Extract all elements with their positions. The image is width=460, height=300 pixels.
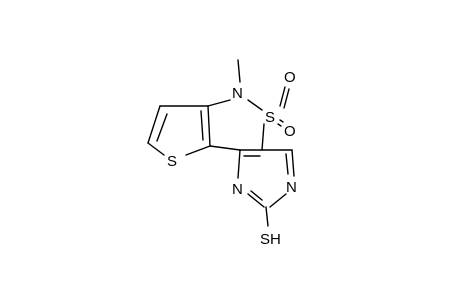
atom-o-upper: O [284,69,296,86]
bond-s-o-upper-2 [283,88,290,109]
bond-thio-2 [147,105,161,144]
atom-n-ring: N [232,85,243,102]
atom-o-lower: O [284,123,296,140]
bond-pyr-2b [285,153,289,175]
bond-pyr-5 [237,149,241,179]
bond-pyr-2 [291,149,295,177]
bond-s-c4a [261,123,265,151]
atom-labels: N S O O S N N SH [167,69,297,248]
bond-pyr-4 [247,193,265,208]
bond-thio-3 [147,142,165,156]
bond-s-o-lower [279,119,284,123]
atom-s-thiophene: S [167,153,177,170]
bond-c-link [209,145,241,151]
bond-pyr-4b [250,190,263,201]
bond-methyl-n [237,59,241,83]
atom-n-right: N [286,179,297,196]
bond-thio-5 [207,105,211,147]
atom-sh-group: SH [260,231,281,248]
bond-pyr-3 [269,193,287,208]
atom-s-sulfonyl: S [265,109,275,126]
bond-thio-2b [156,113,168,142]
bond-lines [147,59,295,227]
bond-s-o-upper [279,86,286,107]
atom-n-lower-left: N [232,181,243,198]
bond-n-s [247,99,263,111]
bond-thio-4 [185,145,211,156]
bond-n-c3a [207,99,231,107]
bond-s-o-lower-2 [277,123,282,127]
bond-thio-5b [200,110,204,141]
bond-c-sh [265,206,269,227]
